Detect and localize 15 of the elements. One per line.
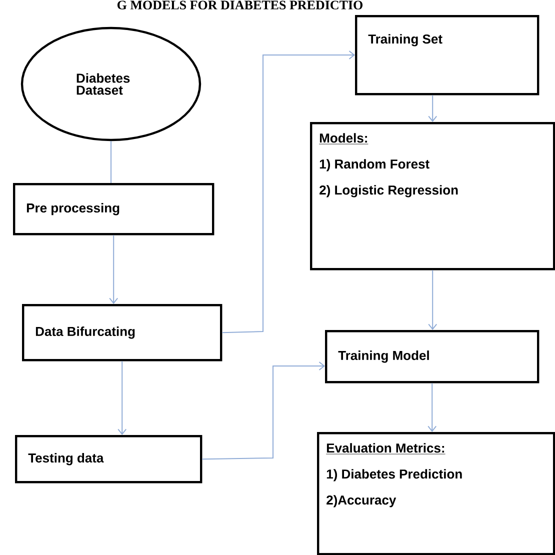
arrow — [222, 50, 355, 334]
arrow — [428, 270, 438, 330]
list-box: Models: 1) Random Forest 2) Logistic Regression — [310, 122, 555, 270]
title: G MODELS FOR DIABETES PREDICTIO — [117, 0, 362, 10]
process-box: Testing data — [15, 435, 202, 484]
process-box: Data Bifurcating — [22, 304, 222, 362]
arrow — [202, 362, 325, 460]
process-box: Pre processing — [13, 183, 214, 236]
arrow — [118, 360, 127, 435]
process-box: Training Model — [325, 330, 540, 384]
process-box: Training Set — [355, 15, 540, 96]
arrow — [428, 94, 438, 122]
arrow — [428, 382, 437, 432]
arrow — [109, 234, 118, 304]
list-box: Evaluation Metrics: 1) Diabetes Prediction 2)Accuracy — [317, 432, 555, 555]
